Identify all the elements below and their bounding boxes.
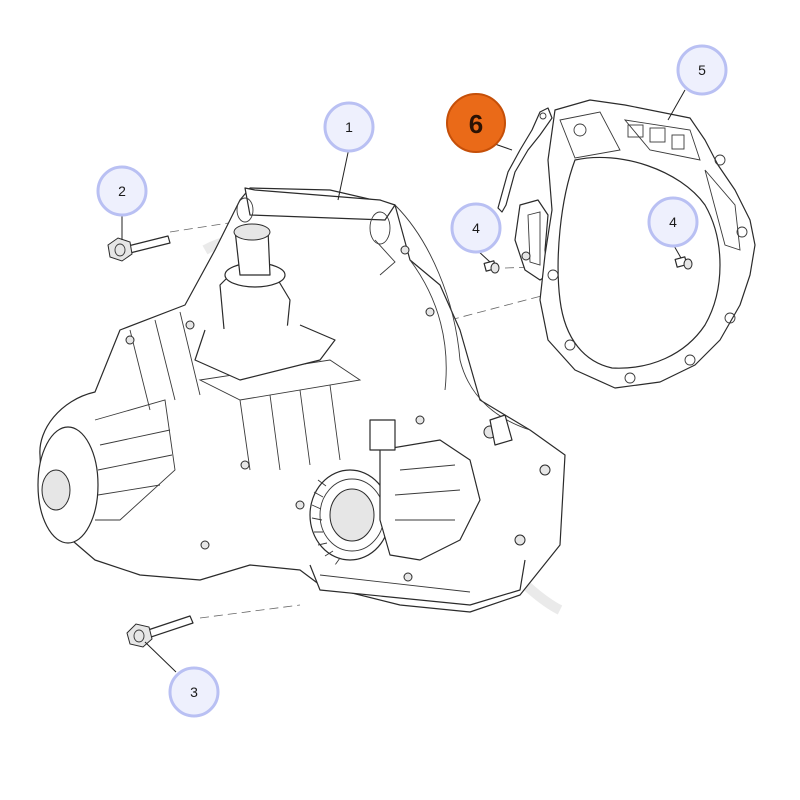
- callout-label: 6: [469, 109, 483, 139]
- callout-1: 1: [323, 101, 375, 153]
- callout-6-highlighted: 6: [446, 93, 506, 153]
- callout-5: 5: [676, 44, 728, 96]
- callout-4-right: 4: [647, 196, 699, 248]
- adapter-plate: [539, 99, 756, 389]
- callout-2: 2: [96, 165, 148, 217]
- dowel-pin-right: [674, 256, 693, 270]
- bolt-upper: [107, 235, 171, 262]
- callout-label: 4: [472, 220, 480, 236]
- dowel-pins: [483, 256, 693, 274]
- bolt-lower: [126, 615, 194, 648]
- transmission-assembly: [37, 187, 566, 613]
- callout-4-left: 4: [450, 202, 502, 254]
- callout-label: 3: [190, 684, 198, 700]
- callout-label: 1: [345, 119, 353, 135]
- adapter-plate-gasket: [497, 107, 553, 281]
- callout-label: 2: [118, 183, 126, 199]
- callout-label: 5: [698, 62, 706, 78]
- callout-3: 3: [168, 666, 220, 718]
- callout-label: 4: [669, 214, 677, 230]
- dowel-pin-left: [483, 260, 500, 274]
